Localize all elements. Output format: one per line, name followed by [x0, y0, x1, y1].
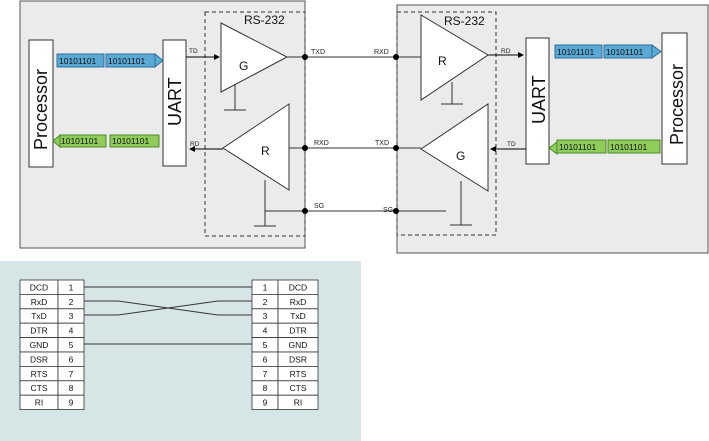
left-driver-label: G — [239, 59, 248, 73]
left-rs232-box — [204, 11, 306, 237]
right-processor-label: Processor — [667, 64, 687, 145]
left-processor-label: Processor — [31, 69, 51, 150]
left-signal-name: RTS — [31, 369, 48, 379]
right-pin-number: 3 — [263, 311, 268, 321]
left-signal-name: DTR — [30, 326, 47, 336]
right-txd-junction — [393, 145, 399, 151]
right-signal-name: RTS — [290, 369, 307, 379]
left-signal-name: TxD — [31, 311, 47, 321]
left-td-label: TD — [189, 48, 198, 55]
right-rx-arrow-icon — [651, 44, 662, 59]
left-pin-number: 3 — [69, 311, 74, 321]
right-driver-label: G — [456, 149, 465, 163]
right-tx-bits-2: 10101101 — [610, 142, 647, 152]
right-sg-label: SG — [383, 207, 393, 214]
right-pin-number: 7 — [263, 369, 268, 379]
left-rxd-junction — [302, 145, 308, 151]
right-processor-block — [661, 32, 688, 165]
left-rxd-label: RXD — [314, 140, 329, 147]
right-signal-name: GND — [289, 340, 308, 350]
right-tx-bits-1: 10101101 — [559, 142, 596, 152]
right-uart-block — [525, 37, 550, 165]
right-sg-junction — [393, 208, 399, 214]
right-rxd-label: RXD — [374, 49, 389, 56]
left-rx-bits-1: 10101101 — [61, 136, 98, 146]
left-pin-number: 2 — [69, 297, 74, 307]
right-connector-table: 1 DCD 2 RxD 3 TxD 4 DTR 5 GND 6 DSR 7 RTS 8 CTS 9 RI — [251, 279, 319, 411]
left-pin-number: 7 — [69, 369, 74, 379]
left-tx-arrow-icon — [154, 52, 164, 69]
left-pin-number: 9 — [69, 398, 74, 408]
right-signal-name: RxD — [290, 297, 307, 307]
left-rd-label: RD — [190, 141, 200, 148]
left-rs232-label: RS-232 — [244, 13, 285, 27]
right-rs232-label: RS-232 — [444, 14, 485, 28]
left-signal-name: DSR — [30, 354, 48, 364]
txd-to-rxd-cross-wire — [84, 300, 252, 316]
right-rs232-box — [396, 11, 497, 236]
right-signal-name: DCD — [289, 282, 307, 292]
right-pin-number: 5 — [263, 340, 268, 350]
right-pin-number: 2 — [263, 297, 268, 307]
right-signal-name: DSR — [289, 354, 307, 364]
right-pin-number: 4 — [263, 326, 268, 336]
left-receiver-label: R — [261, 144, 270, 158]
right-pin-number: 6 — [263, 354, 268, 364]
left-pin-number: 5 — [69, 340, 74, 350]
right-pin-number: 8 — [263, 383, 268, 393]
left-rx-bit-block-2 — [109, 134, 160, 148]
right-rd-label: RD — [501, 48, 511, 55]
right-driver-gate — [420, 103, 489, 192]
right-receiver-label: R — [438, 54, 447, 68]
right-txd-label: TXD — [375, 140, 389, 147]
left-signal-name: GND — [30, 340, 49, 350]
right-tx-bit-block-2 — [607, 139, 661, 154]
left-txd-label: TXD — [311, 49, 325, 56]
left-pin-number: 1 — [69, 282, 74, 292]
left-pin-number: 6 — [69, 354, 74, 364]
left-processor-block — [28, 39, 54, 168]
right-rx-bits-1: 10101101 — [557, 47, 594, 57]
left-uart-label: UART — [165, 77, 185, 126]
left-tx-bit-block-1 — [56, 53, 105, 68]
right-td-label: TD — [507, 141, 516, 148]
left-pin-number: 8 — [69, 383, 74, 393]
left-sg-junction — [302, 208, 308, 214]
left-signal-name: DCD — [30, 282, 48, 292]
right-pin-number: 9 — [263, 398, 268, 408]
right-signal-name: TxD — [290, 311, 306, 321]
right-rx-bit-block-1 — [554, 44, 603, 59]
left-driver-gate — [220, 22, 289, 93]
left-tx-bits-2: 10101101 — [108, 56, 145, 66]
right-signal-name: CTS — [290, 383, 307, 393]
left-tx-bits-1: 10101101 — [59, 56, 96, 66]
left-signal-name: RxD — [31, 297, 48, 307]
left-pin-number: 4 — [69, 326, 74, 336]
right-signal-name-cell — [277, 394, 319, 411]
left-rx-bits-2: 10101101 — [112, 136, 149, 146]
left-signal-name: CTS — [31, 383, 48, 393]
left-txd-junction — [302, 54, 308, 60]
left-sg-label: SG — [314, 203, 324, 210]
right-rxd-junction — [393, 54, 399, 60]
left-pin-number-cell — [57, 394, 85, 411]
left-rx-bit-block-1 — [59, 134, 107, 148]
right-signal-name: DTR — [289, 326, 306, 336]
right-pin-number: 1 — [263, 282, 268, 292]
right-signal-name: RI — [294, 398, 303, 408]
right-uart-label: UART — [529, 75, 549, 124]
right-tx-bit-block-1 — [556, 139, 607, 154]
left-uart-block — [162, 39, 187, 167]
left-signal-name: RI — [35, 398, 44, 408]
right-rx-bits-2: 10101101 — [606, 47, 643, 57]
left-receiver-gate — [222, 103, 290, 191]
